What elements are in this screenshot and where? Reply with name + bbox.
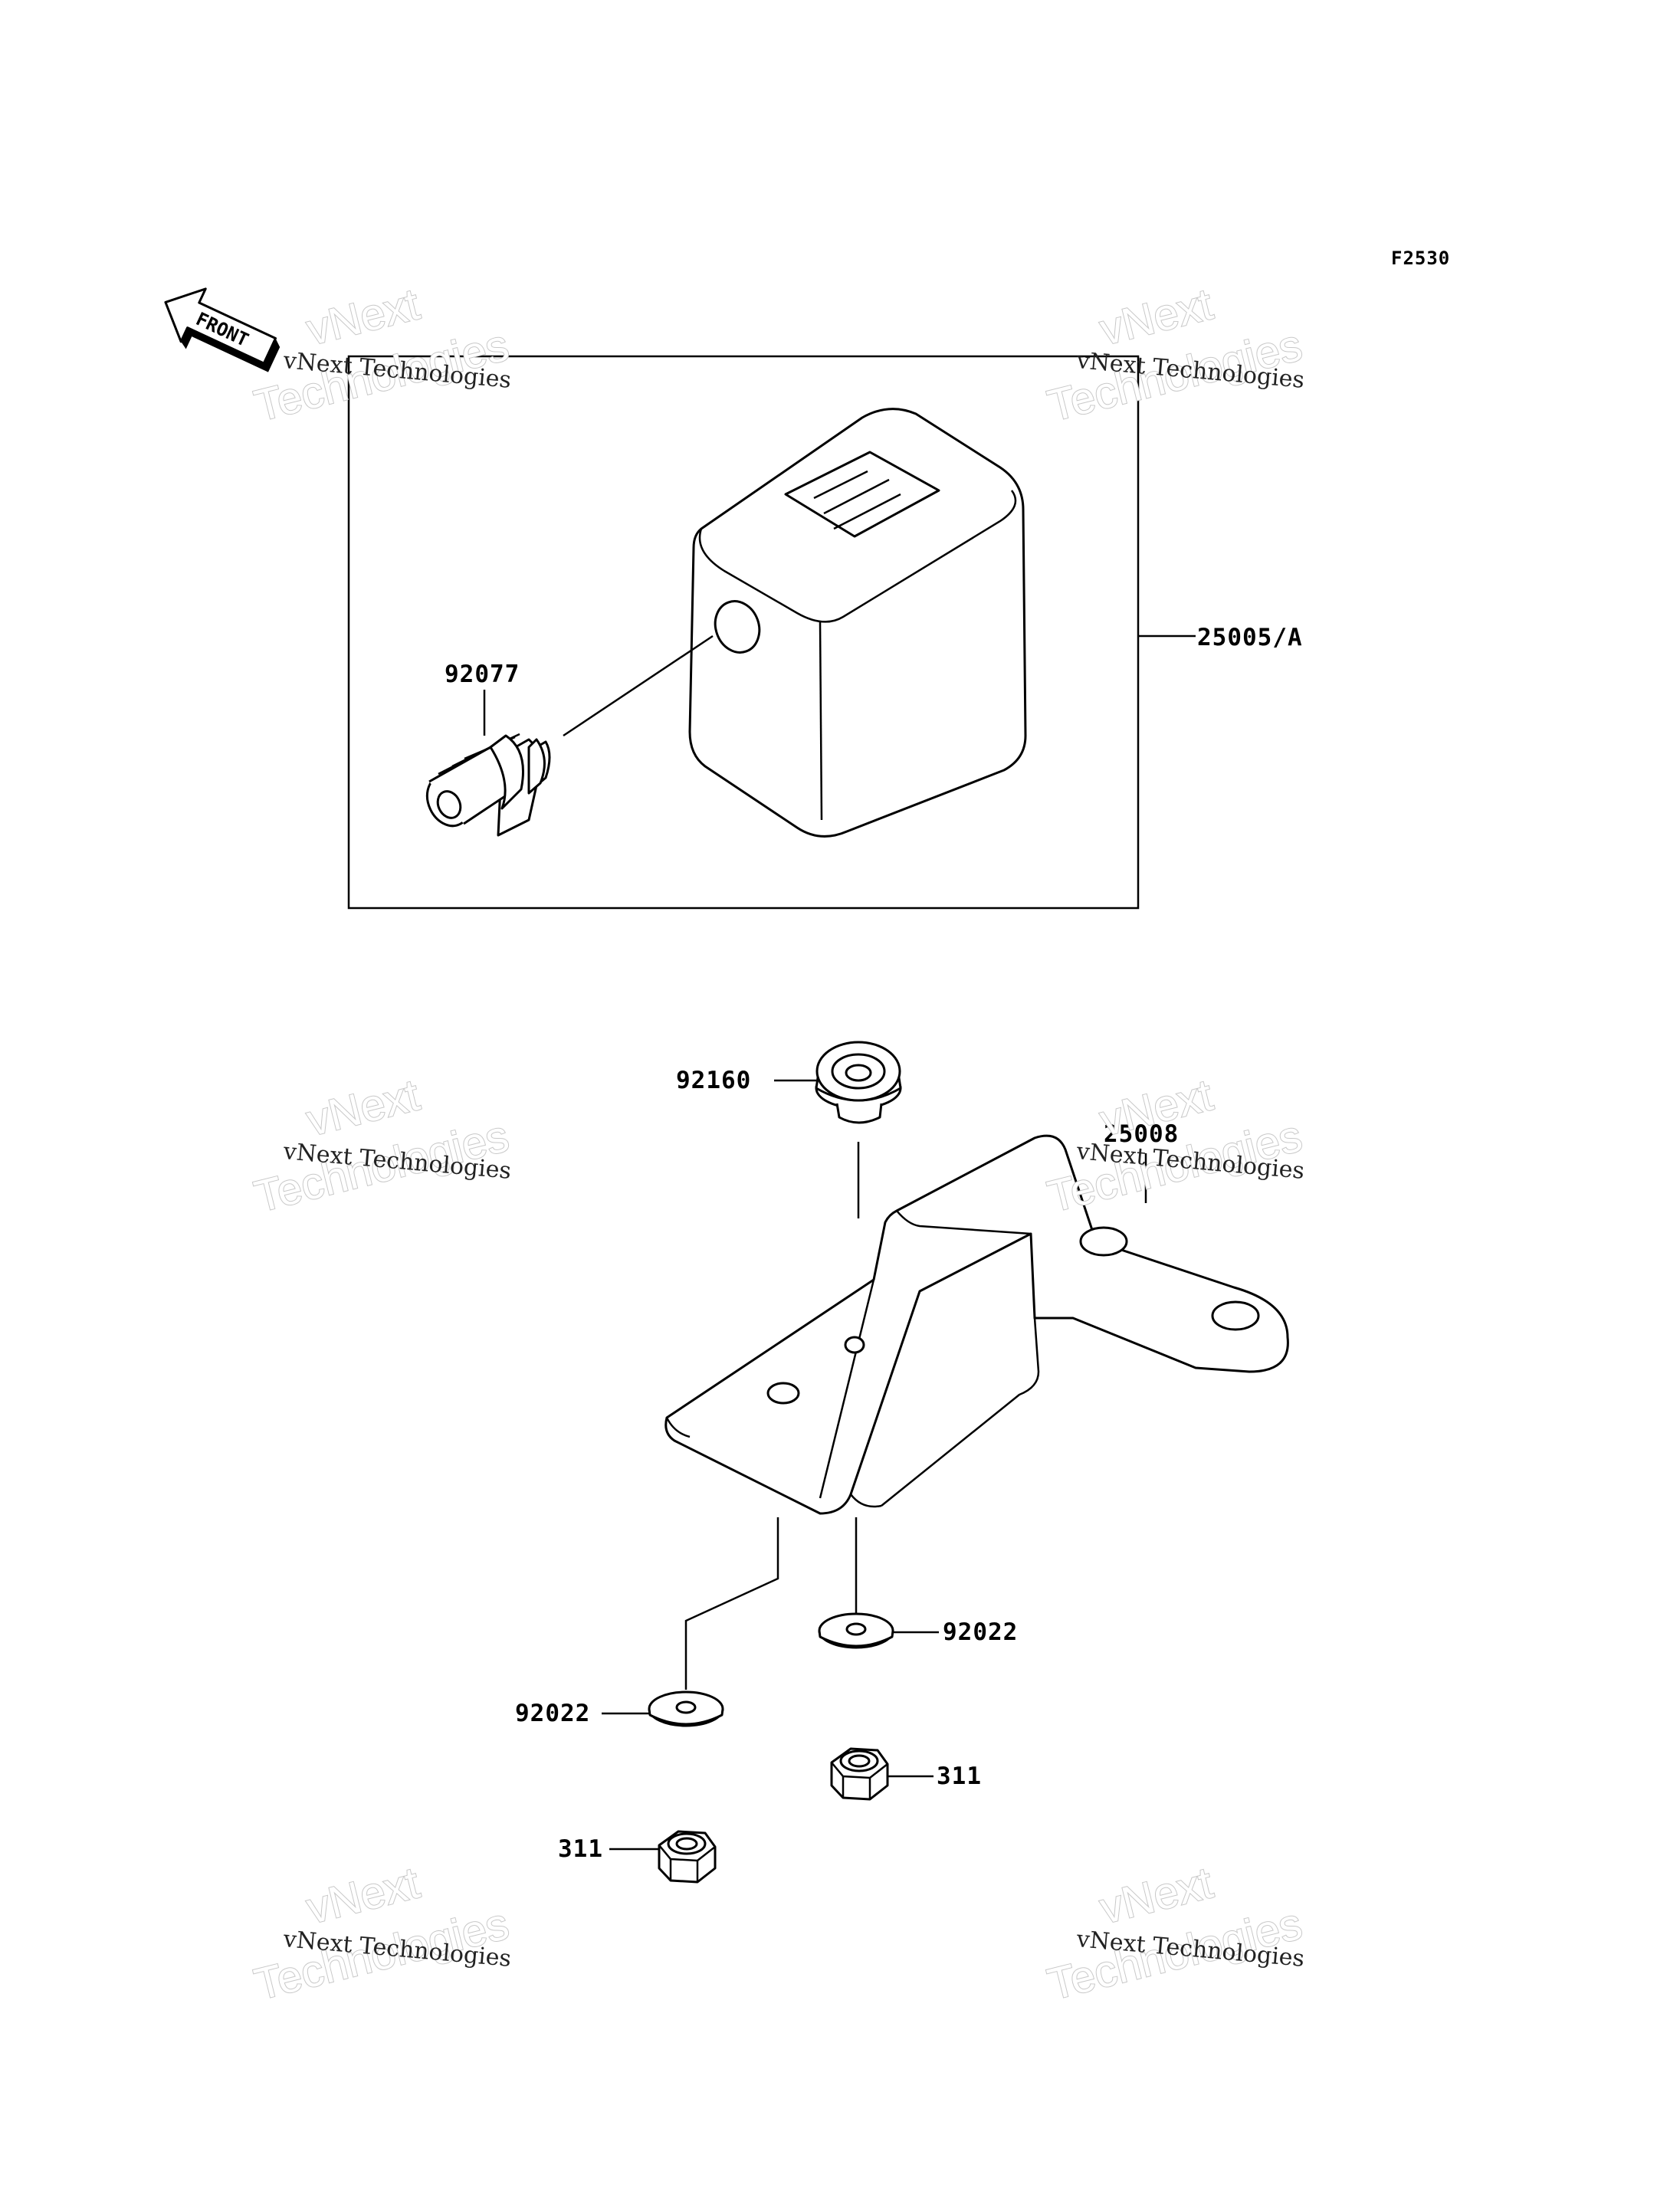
grommet-part (815, 1041, 902, 1124)
washer-left-part (648, 1690, 724, 1727)
washer-right-part (818, 1612, 894, 1649)
gear-leader (563, 635, 714, 737)
watermark-top-right: vNext Technologies vNext Technologies (1042, 278, 1308, 431)
watermark-middle-left: vNext Technologies vNext Technologies (249, 1069, 514, 1222)
bracket-part (664, 1134, 1289, 1515)
figure-code: F2530 (1391, 248, 1450, 269)
washer-right-part-number: 92022 (943, 1618, 1018, 1646)
front-arrow-icon: FRONT (164, 287, 281, 372)
meter-assembly-part-number: 25005/A (1197, 624, 1303, 651)
watermark-bottom-left: vNext Technologies vNext Technologies (249, 1857, 514, 2010)
washer-left-part-number: 92022 (515, 1700, 590, 1727)
grommet-part-number: 92160 (676, 1067, 751, 1094)
meter-assembly-frame (347, 355, 1140, 910)
watermark-bottom-right: vNext Technologies vNext Technologies (1042, 1857, 1308, 2010)
washer-left-drop-line (684, 1517, 779, 1690)
nut-right-part (830, 1747, 889, 1801)
meter-housing (688, 408, 1027, 838)
gear-part-number: 92077 (445, 661, 520, 688)
nut-left-part-number: 311 (558, 1835, 603, 1863)
nut-left-part (658, 1830, 717, 1884)
gear-part (425, 733, 551, 837)
nut-right-part-number: 311 (937, 1763, 982, 1790)
bracket-part-number: 25008 (1104, 1120, 1179, 1148)
